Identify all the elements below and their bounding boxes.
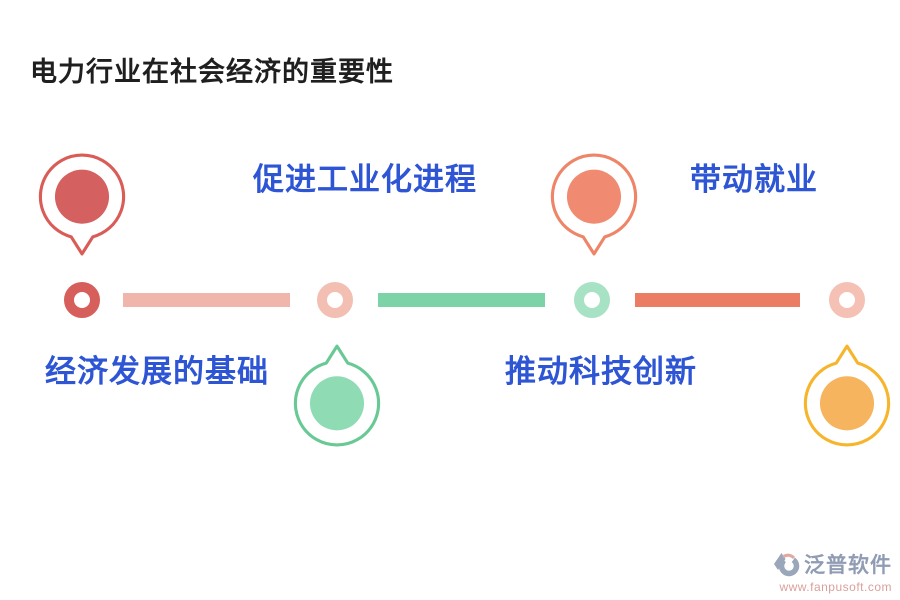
pin-tech-innovation	[542, 153, 646, 257]
pin-employment	[795, 343, 899, 447]
pin-inner-dot	[819, 376, 875, 431]
label-tech-innovation: 推动科技创新	[505, 354, 697, 389]
pin-bubble-icon	[803, 344, 891, 447]
pin-bubble-icon	[550, 153, 638, 256]
pin-bubble-icon	[293, 344, 381, 447]
watermark: 泛普软件 www.fanpusoft.com	[773, 549, 892, 594]
timeline-connector-3	[635, 293, 800, 307]
watermark-url: www.fanpusoft.com	[779, 580, 892, 594]
logo-leaf	[774, 552, 786, 570]
pin-industrialization	[285, 343, 389, 447]
logo-swoosh	[778, 555, 800, 576]
timeline-connector-2	[378, 293, 545, 307]
timeline-node-4	[829, 282, 865, 318]
logo-accent	[782, 553, 796, 559]
fanpu-logo-icon	[774, 552, 800, 576]
label-economic-foundation: 经济发展的基础	[45, 354, 269, 389]
timeline-node-2	[317, 282, 353, 318]
timeline-node-1	[64, 282, 100, 318]
pin-inner-dot	[54, 169, 110, 224]
timeline-node-3	[574, 282, 610, 318]
label-industrialization: 促进工业化进程	[253, 162, 477, 197]
pin-economic-foundation	[30, 153, 134, 257]
watermark-brand: 泛普软件	[804, 554, 892, 577]
pin-bubble-icon	[38, 153, 126, 256]
pin-inner-dot	[309, 376, 365, 431]
page-title: 电力行业在社会经济的重要性	[30, 57, 394, 87]
timeline-connector-1	[123, 293, 290, 307]
label-employment: 带动就业	[690, 162, 818, 197]
pin-inner-dot	[566, 169, 622, 224]
